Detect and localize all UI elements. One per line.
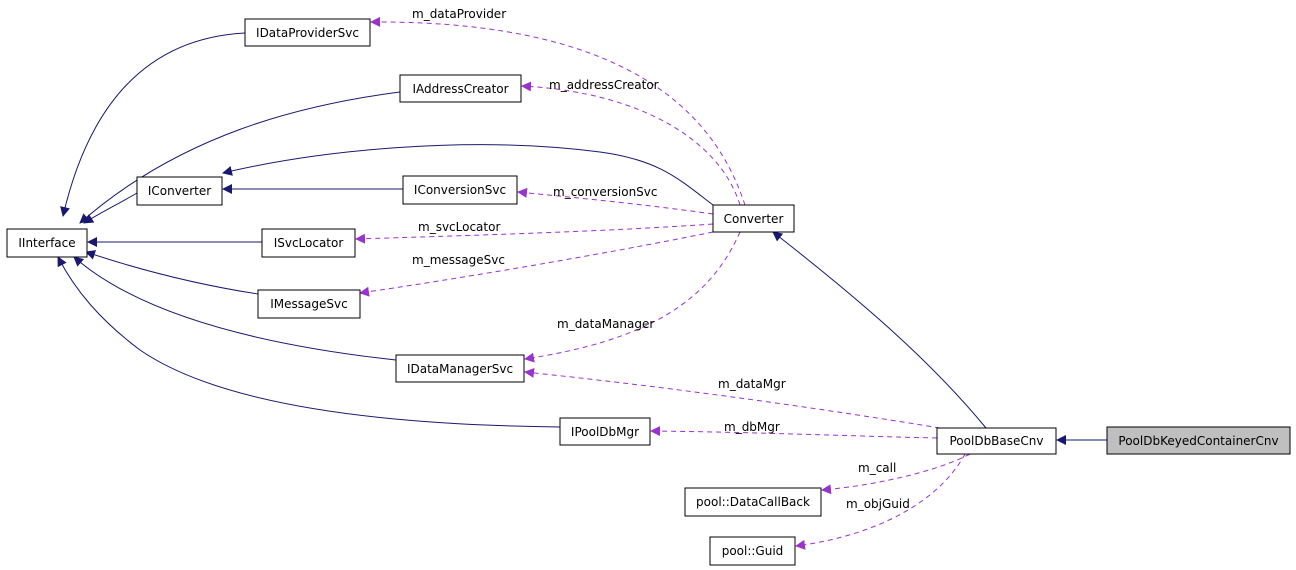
node-pooldbkeyedcontainercnv[interactable]: PoolDbKeyedContainerCnv (1106, 426, 1291, 455)
node-iinterface[interactable]: IInterface (6, 228, 88, 258)
node-ipooldbmgr[interactable]: IPoolDbMgr (559, 417, 651, 446)
node-label: Converter (724, 212, 784, 226)
edge-use-m-conversionSvc (517, 187, 714, 215)
edge-use-m-dataMgr (524, 367, 941, 429)
node-imessagesvc[interactable]: IMessageSvc (257, 289, 361, 319)
node-label: pool::Guid (722, 544, 784, 558)
edge-label-m-svcLocator: m_svcLocator (418, 220, 500, 234)
edge-label-m-messageSvc: m_messageSvc (412, 253, 505, 267)
node-label: IAddressCreator (412, 82, 508, 96)
node-label: pool::DataCallBack (696, 495, 810, 509)
node-label: IConversionSvc (414, 183, 506, 197)
node-idatamanagersvc[interactable]: IDataManagerSvc (395, 354, 525, 383)
node-converter[interactable]: Converter (712, 204, 795, 233)
edge-label-m-dbMgr: m_dbMgr (724, 420, 780, 434)
edge-converter-to-iconverter (222, 144, 714, 206)
edge-label-m-conversionSvc: m_conversionSvc (553, 185, 658, 199)
edge-ipooldbmgr-to-iinterface (57, 256, 561, 428)
edge-iaddresscreator-to-iinterface (79, 91, 401, 224)
edge-label-m-dataProvider: m_dataProvider (412, 7, 506, 21)
edge-use-m-dataProvider (370, 16, 746, 206)
edge-use-m-addressCreator (521, 81, 741, 206)
node-idataprovidersvc[interactable]: IDataProviderSvc (244, 18, 371, 47)
node-label: ISvcLocator (274, 236, 344, 250)
node-pool-guid[interactable]: pool::Guid (709, 536, 796, 566)
node-label: IConverter (148, 184, 211, 198)
node-isvclocator[interactable]: ISvcLocator (261, 228, 356, 258)
node-iconversionsvc[interactable]: IConversionSvc (402, 175, 518, 205)
edge-imessagesvc-to-iinterface (85, 250, 259, 295)
node-label: PoolDbBaseCnv (950, 434, 1044, 448)
edge-idatamanagersvc-to-iinterface (73, 256, 397, 361)
node-label: IDataManagerSvc (407, 362, 513, 376)
node-label: IMessageSvc (270, 297, 347, 311)
edge-label-m-dataMgr: m_dataMgr (718, 377, 786, 391)
edge-use-m-svcLocator (355, 223, 714, 244)
node-iaddresscreator[interactable]: IAddressCreator (399, 74, 522, 103)
edge-label-m-addressCreator: m_addressCreator (549, 78, 659, 92)
node-iconverter[interactable]: IConverter (136, 176, 223, 206)
edge-use-m-dataManager (524, 231, 741, 363)
node-pool-datacallback[interactable]: pool::DataCallBack (684, 487, 822, 517)
edge-label-m-objGuid: m_objGuid (846, 497, 910, 511)
edge-pooldbbasecnv-to-converter (772, 231, 987, 429)
edge-label-m-dataManager: m_dataManager (557, 317, 654, 331)
edge-iconverter-to-iinterface (83, 192, 138, 224)
edge-use-m-call (821, 453, 971, 495)
edge-idataprovidersvc-to-iinterface (60, 32, 246, 217)
edge-use-m-messageSvc (359, 231, 714, 297)
edge-use-m-objGuid (795, 453, 966, 550)
node-label: IDataProviderSvc (256, 26, 359, 40)
edge-use-m-dbMgr (650, 426, 938, 439)
node-label: PoolDbKeyedContainerCnv (1118, 434, 1278, 448)
node-label: IInterface (18, 236, 75, 250)
edge-label-m-call: m_call (858, 461, 896, 475)
node-pooldbbasecnv[interactable]: PoolDbBaseCnv (936, 427, 1057, 455)
node-label: IPoolDbMgr (571, 425, 639, 439)
